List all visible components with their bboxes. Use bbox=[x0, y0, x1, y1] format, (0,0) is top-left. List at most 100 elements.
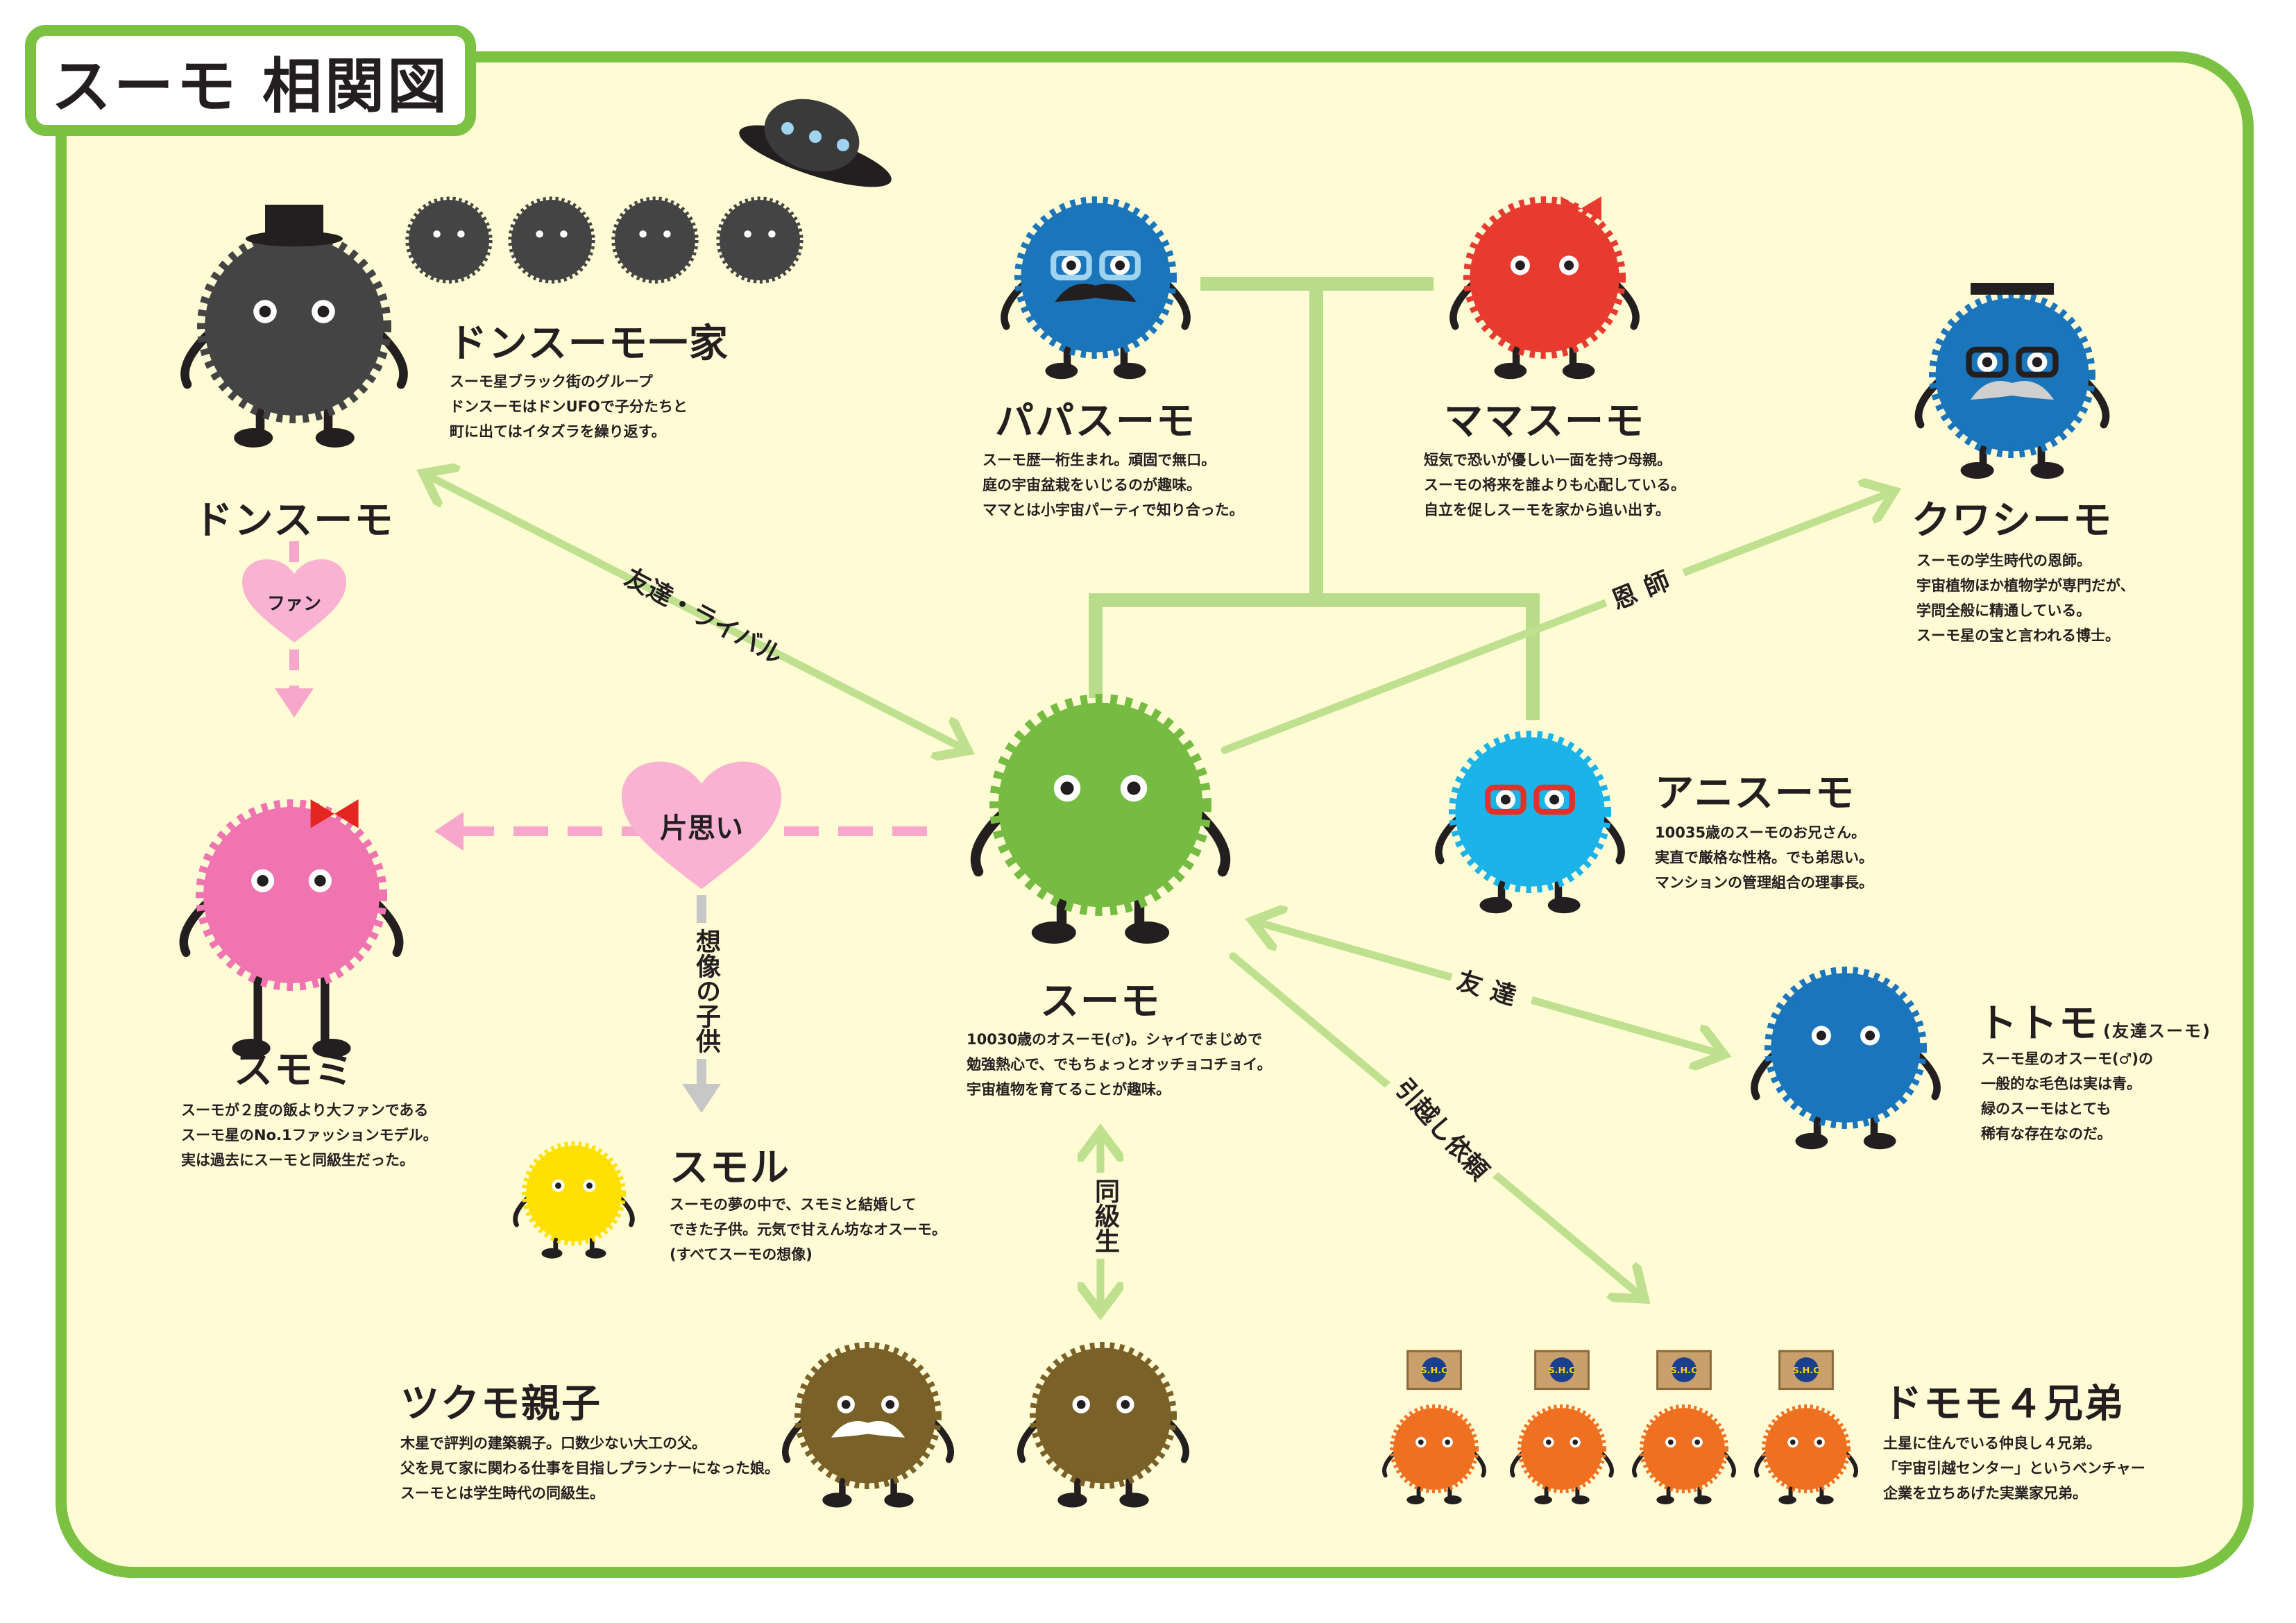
foot bbox=[1960, 462, 1994, 479]
sumoru-desc: スーモの夢の中で、スモミと結婚してできた子供。元気で甘えん坊なオスーモ。(すべて… bbox=[670, 1192, 946, 1267]
eye bbox=[663, 230, 671, 238]
desc-line: スーモとは学生時代の同級生。 bbox=[400, 1485, 604, 1502]
fan-heart bbox=[242, 559, 346, 643]
pupil bbox=[317, 305, 330, 318]
body bbox=[1935, 298, 2089, 452]
domomo-brother-1: S.H.C bbox=[1382, 1350, 1486, 1505]
foot bbox=[1444, 1495, 1462, 1505]
sumo-character bbox=[970, 693, 1231, 944]
glasses-icon bbox=[1051, 250, 1092, 281]
domomo-name: ドモモ４兄弟 bbox=[1883, 1382, 2125, 1427]
pupil bbox=[1115, 260, 1125, 271]
mama-name: ママスーモ bbox=[1444, 399, 1645, 444]
desc-line: スーモ星のオスーモ(♂)の bbox=[1981, 1051, 2154, 1067]
arm bbox=[1914, 379, 1941, 429]
arm bbox=[970, 810, 1006, 877]
body bbox=[203, 807, 380, 983]
desc-line: 10035歳のスーモのお兄さん。 bbox=[1655, 824, 1866, 841]
desc-line: 宇宙植物ほか植物学が専門だが、 bbox=[1916, 577, 2135, 594]
desc-line: 土星に住んでいる仲良し４兄弟。 bbox=[1883, 1435, 2101, 1452]
donsumo-henchman bbox=[611, 196, 699, 284]
rival-arrow bbox=[423, 473, 968, 751]
desc-line: スーモが２度の飯より大ファンである bbox=[181, 1102, 429, 1119]
foot bbox=[1547, 897, 1581, 914]
domomo-brother-2: S.H.C bbox=[1510, 1350, 1614, 1505]
foot bbox=[312, 1039, 351, 1058]
body bbox=[615, 200, 695, 280]
foot bbox=[232, 1039, 271, 1058]
fur bbox=[794, 1341, 942, 1489]
donsumo-character bbox=[180, 205, 408, 448]
papa-name: パパスーモ bbox=[995, 399, 1196, 444]
foot bbox=[1656, 1495, 1674, 1505]
fur bbox=[1389, 1404, 1479, 1493]
foot bbox=[1494, 362, 1527, 380]
desc-line: 稀有な存在なのだ。 bbox=[1981, 1125, 2112, 1142]
mustache-icon bbox=[1971, 381, 2054, 400]
body bbox=[526, 1146, 622, 1241]
pupil bbox=[259, 305, 271, 318]
desc-line: 実直で厳格な性格。でも弟思い。 bbox=[1655, 849, 1873, 866]
pupil bbox=[1066, 260, 1076, 271]
desc-line: 父を見て家に関わる仕事を目指しプランナーになった娘。 bbox=[400, 1460, 779, 1477]
kuwashimo-character bbox=[1914, 283, 2110, 479]
sumoru-character bbox=[513, 1141, 635, 1259]
sumomi-desc: スーモが２度の飯より大ファンであるスーモ星のNo.1ファッションモデル。実は過去… bbox=[181, 1098, 438, 1173]
desc-line: 木星で評判の建築親子。口数少ない大工の父。 bbox=[400, 1435, 706, 1452]
body bbox=[1021, 203, 1171, 352]
arm bbox=[1449, 282, 1475, 330]
foot bbox=[1113, 362, 1146, 380]
eye bbox=[768, 230, 776, 238]
tsukumo-desc: 木星で評判の建築親子。口数少ない大工の父。父を見て家に関わる仕事を目指しプランナ… bbox=[400, 1431, 779, 1506]
desc-line: 企業を立ちあげた実業家兄弟。 bbox=[1883, 1485, 2087, 1502]
body bbox=[1455, 737, 1605, 887]
desc-line: 緑のスーモはとても bbox=[1981, 1101, 2111, 1117]
body bbox=[720, 200, 800, 280]
fur bbox=[1517, 1404, 1607, 1493]
body bbox=[998, 702, 1203, 908]
pupil bbox=[1694, 1439, 1701, 1445]
foot bbox=[234, 428, 273, 448]
mama-character bbox=[1449, 196, 1640, 380]
pupil bbox=[1445, 1439, 1451, 1445]
pupil bbox=[1121, 1400, 1130, 1409]
imagined-child-label: 想像の子供 bbox=[688, 923, 724, 1059]
sign-text: S.H.C bbox=[1670, 1366, 1697, 1376]
pupil bbox=[1549, 794, 1560, 805]
desc-line: 実は過去にスーモと同級生だった。 bbox=[181, 1152, 414, 1169]
classmate-label: 同級生 bbox=[1087, 1173, 1123, 1259]
pupil bbox=[2032, 357, 2043, 368]
arm bbox=[1001, 282, 1026, 330]
pupil bbox=[1865, 1030, 1876, 1041]
desc-line: 町に出てはイタズラを繰り返す。 bbox=[450, 423, 666, 440]
desc-line: 庭の宇宙盆栽をいじるのが趣味。 bbox=[983, 477, 1201, 493]
desc-line: 勉強熱心で、でもちょっとオッチョコチョイ。 bbox=[967, 1056, 1272, 1073]
pupil bbox=[1564, 260, 1574, 271]
tsukumo-daughter-character bbox=[1017, 1341, 1189, 1508]
foot bbox=[585, 1248, 606, 1259]
pupil bbox=[1076, 1400, 1086, 1409]
sumomi-character bbox=[179, 799, 404, 1058]
totomo-note: (友達スーモ) bbox=[2103, 1021, 2211, 1041]
fur bbox=[611, 196, 699, 284]
foot bbox=[1119, 1493, 1149, 1508]
pupil bbox=[1982, 357, 1993, 368]
desc-line: 自立を促しスーモを家から追い出す。 bbox=[1424, 502, 1670, 518]
body bbox=[1521, 1408, 1603, 1490]
sumo-name: スーモ bbox=[1040, 979, 1161, 1024]
desc-line: スーモの夢の中で、スモミと結婚して bbox=[670, 1196, 917, 1213]
glasses-icon bbox=[2016, 346, 2059, 378]
foot bbox=[822, 1493, 852, 1508]
foot bbox=[1125, 921, 1170, 944]
kuwashimo-name: クワシーモ bbox=[1912, 498, 2113, 543]
sign-text: S.H.C bbox=[1548, 1366, 1575, 1376]
desc-line: スーモの将来を誰よりも心配している。 bbox=[1424, 477, 1685, 493]
totomo-desc: スーモ星のオスーモ(♂)の一般的な毛色は実は青。緑のスーモはとても稀有な存在なの… bbox=[1981, 1046, 2153, 1146]
desc-line: スーモ星ブラック街のグループ bbox=[450, 373, 653, 390]
domomo-desc: 土星に住んでいる仲良し４兄弟。「宇宙引越センター」というベンチャー企業を立ちあげ… bbox=[1883, 1431, 2145, 1506]
foot bbox=[541, 1248, 563, 1259]
fur bbox=[989, 693, 1212, 916]
desc-line: 宇宙植物を育てることが趣味。 bbox=[967, 1081, 1171, 1098]
pupil bbox=[1545, 1439, 1551, 1445]
desc-line: スーモ星のNo.1ファッションモデル。 bbox=[181, 1127, 438, 1144]
